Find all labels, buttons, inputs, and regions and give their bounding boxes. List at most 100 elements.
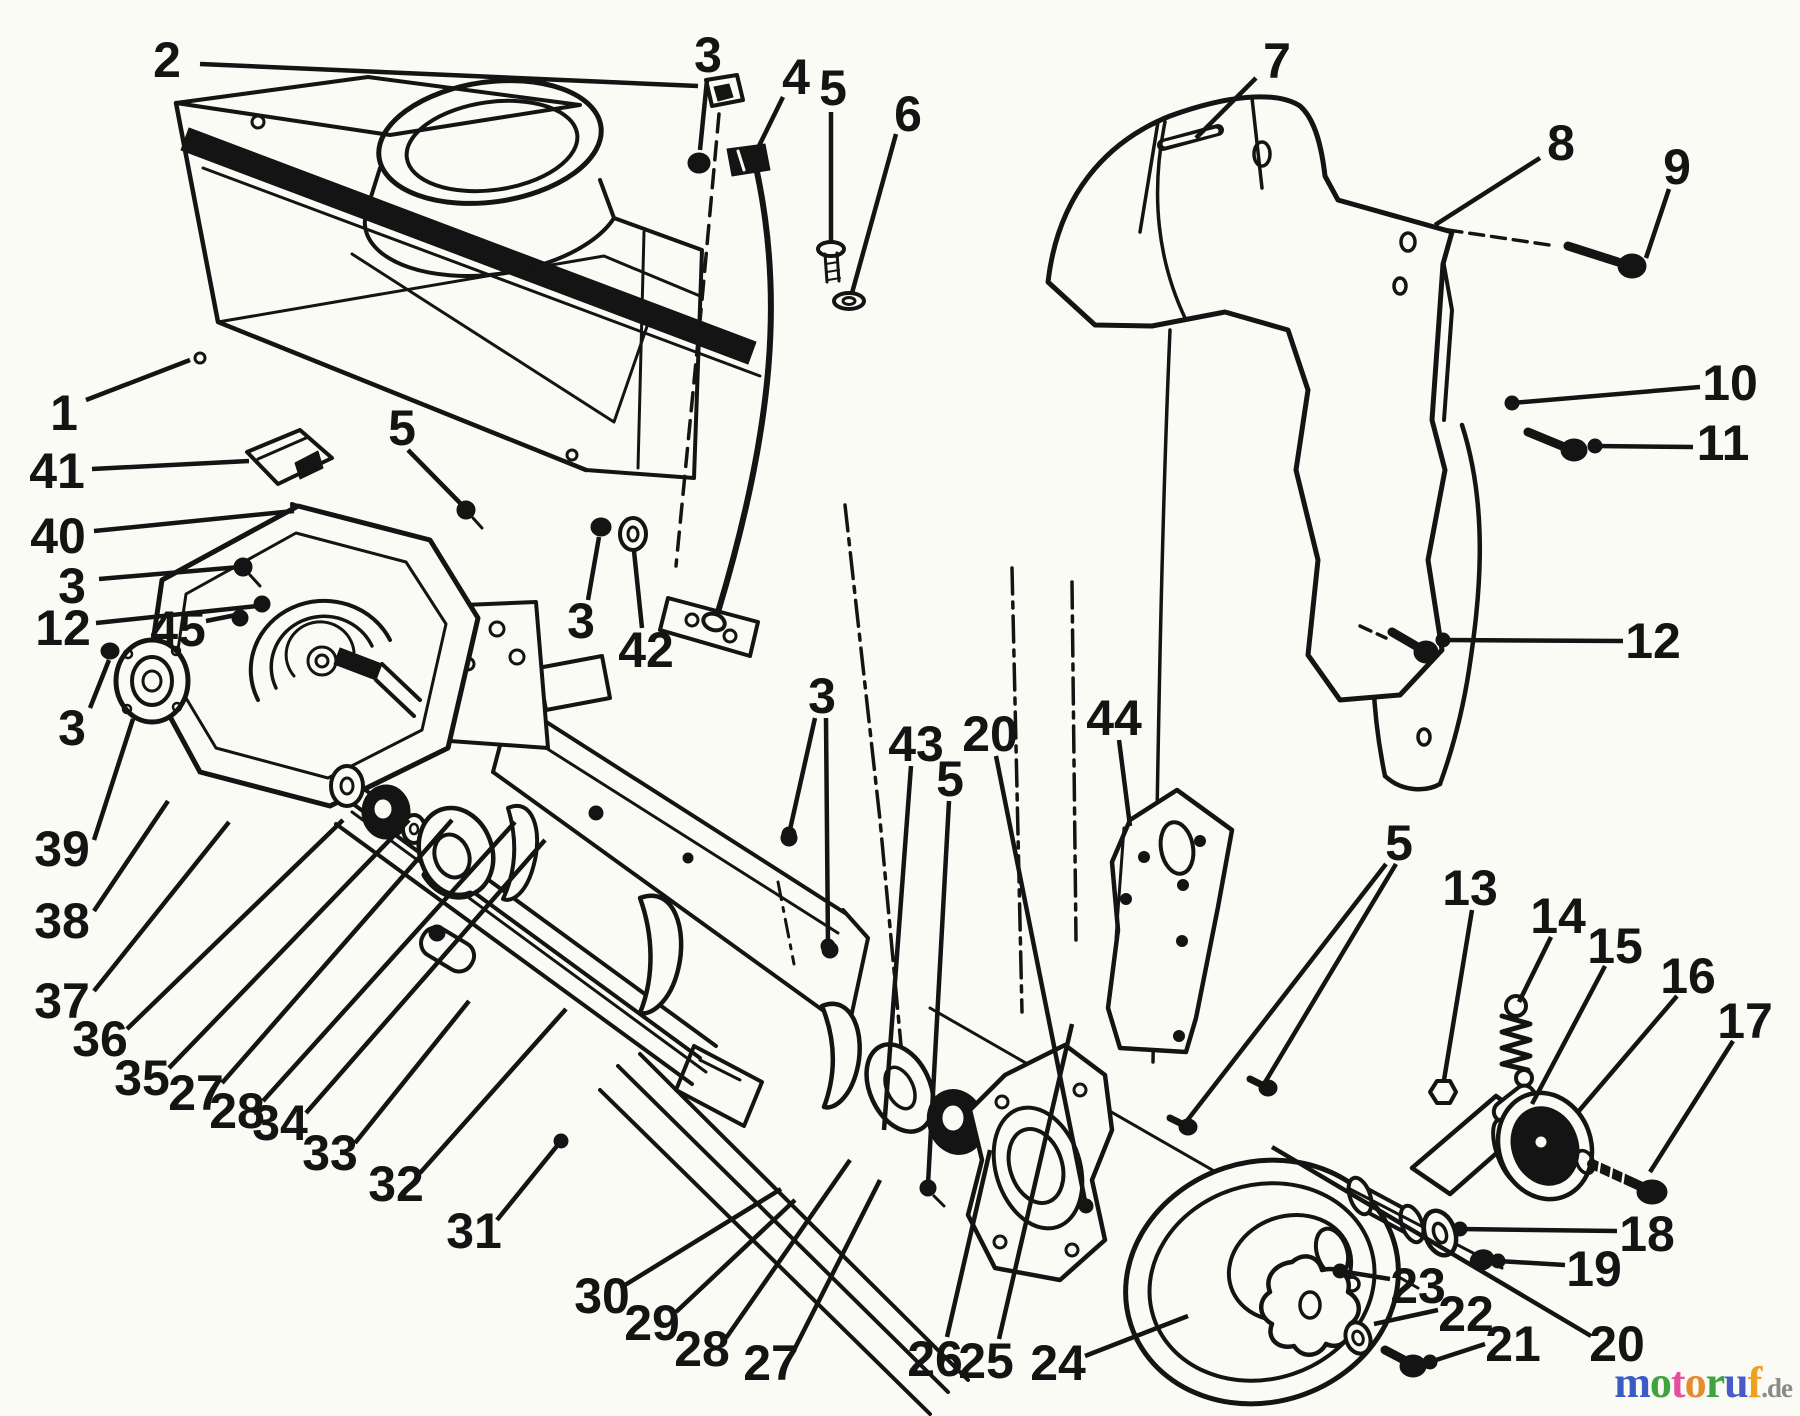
leader-line-30 — [623, 1187, 783, 1287]
callout-label-30: 30 — [574, 1268, 630, 1324]
leader-line-19 — [1497, 1258, 1566, 1268]
leader-line-27 — [220, 818, 454, 1085]
callout-label-6: 6 — [894, 86, 922, 142]
leader-line-44 — [1116, 739, 1133, 827]
leader-line-15 — [1530, 964, 1607, 1106]
leader-line-1 — [85, 357, 191, 403]
callout-label-12: 12 — [1625, 613, 1681, 669]
callout-label-5: 5 — [388, 400, 416, 456]
shaft-bearings — [329, 764, 496, 900]
leader-line-41 — [91, 458, 250, 472]
leader-dot-19 — [1490, 1253, 1506, 1269]
leader-line-28 — [724, 1158, 852, 1340]
leader-line-3 — [697, 79, 710, 151]
callout-label-45: 45 — [150, 601, 206, 657]
callout-label-33: 33 — [302, 1125, 358, 1181]
callout-label-3: 3 — [694, 27, 722, 83]
leader-line-6 — [849, 133, 899, 294]
leader-line-29 — [674, 1198, 797, 1314]
leader-dot-10 — [1504, 395, 1520, 411]
leader-dot-31 — [553, 1133, 569, 1149]
callout-label-5: 5 — [1385, 815, 1413, 871]
callout-label-39: 39 — [34, 821, 90, 877]
callout-label-18: 18 — [1619, 1206, 1675, 1262]
watermark-letter: m — [1614, 1358, 1651, 1407]
callout-label-22: 22 — [1438, 1286, 1494, 1342]
leader-dot-20 — [1078, 1198, 1094, 1214]
callout-label-12: 12 — [35, 600, 91, 656]
callout-label-17: 17 — [1717, 993, 1773, 1049]
leader-dot-23 — [1332, 1263, 1348, 1279]
leader-line-5 — [1262, 862, 1398, 1086]
leader-line-32 — [418, 1007, 568, 1175]
leader-line-38 — [92, 799, 170, 913]
callout-label-20: 20 — [1589, 1316, 1645, 1372]
watermark-suffix: .de — [1761, 1373, 1793, 1403]
leader-line-37 — [92, 820, 231, 993]
callout-label-43: 43 — [888, 716, 944, 772]
leader-line-18 — [1459, 1226, 1618, 1234]
leader-line-5 — [925, 800, 952, 1185]
leader-line-27 — [790, 1178, 883, 1354]
callout-label-44: 44 — [1086, 690, 1142, 746]
callout-label-31: 31 — [446, 1203, 502, 1259]
callout-label-20: 20 — [962, 706, 1018, 762]
callout-label-5: 5 — [936, 751, 964, 807]
gear-housing — [100, 503, 550, 809]
leader-line-23 — [1339, 1268, 1391, 1282]
watermark-letter: f — [1747, 1358, 1763, 1407]
callout-label-1: 1 — [50, 385, 78, 441]
callout-label-24: 24 — [1030, 1335, 1086, 1391]
callout-label-36: 36 — [72, 1011, 128, 1067]
leader-line-3 — [786, 717, 818, 835]
callout-label-37: 37 — [34, 973, 90, 1029]
callout-label-34: 34 — [252, 1095, 308, 1151]
callout-label-42: 42 — [618, 622, 674, 678]
leader-line-3 — [823, 717, 831, 947]
callout-label-16: 16 — [1660, 948, 1716, 1004]
callout-label-29: 29 — [624, 1295, 680, 1351]
callout-label-3: 3 — [808, 668, 836, 724]
watermark-letter: r — [1705, 1358, 1726, 1407]
callout-label-8: 8 — [1547, 115, 1575, 171]
leader-line-43 — [881, 765, 914, 1131]
callout-label-3: 3 — [567, 593, 595, 649]
chute-hardware — [687, 73, 866, 633]
leader-line-14 — [1516, 936, 1554, 1003]
leader-line-34 — [304, 838, 547, 1115]
callout-label-35: 35 — [114, 1050, 170, 1106]
bearing-plate-assembly — [864, 1042, 1115, 1283]
callout-label-13: 13 — [1442, 860, 1498, 916]
leader-line-39 — [91, 718, 136, 841]
leader-dot-3 — [820, 938, 836, 954]
leader-dot-3 — [781, 826, 797, 842]
leader-line-12 — [1442, 637, 1624, 644]
leader-line-5 — [1184, 862, 1388, 1124]
leader-line-22 — [1373, 1307, 1439, 1327]
callout-label-41: 41 — [29, 443, 85, 499]
callout-label-26: 26 — [907, 1331, 963, 1387]
callout-label-15: 15 — [1587, 918, 1643, 974]
leader-line-20 — [1270, 1145, 1593, 1338]
center-line — [776, 880, 796, 966]
leader-line-40 — [93, 508, 295, 534]
callout-label-21: 21 — [1485, 1316, 1541, 1372]
leader-line-2 — [199, 61, 699, 89]
leader-dot-12 — [1435, 632, 1451, 648]
callout-label-14: 14 — [1530, 888, 1586, 944]
leader-line-5 — [406, 448, 466, 509]
callout-label-23: 23 — [1390, 1258, 1446, 1314]
callout-label-38: 38 — [34, 893, 90, 949]
leader-line-45 — [205, 612, 237, 624]
callout-label-40: 40 — [30, 508, 86, 564]
leader-line-33 — [353, 999, 471, 1145]
callout-label-3: 3 — [58, 700, 86, 756]
leader-line-9 — [1643, 188, 1672, 259]
watermark-letter: u — [1724, 1358, 1749, 1407]
leader-line-28 — [261, 820, 517, 1103]
leader-line-10 — [1511, 384, 1701, 406]
callout-label-10: 10 — [1702, 355, 1758, 411]
leader-line-13 — [1441, 909, 1475, 1081]
callout-label-25: 25 — [958, 1333, 1014, 1389]
